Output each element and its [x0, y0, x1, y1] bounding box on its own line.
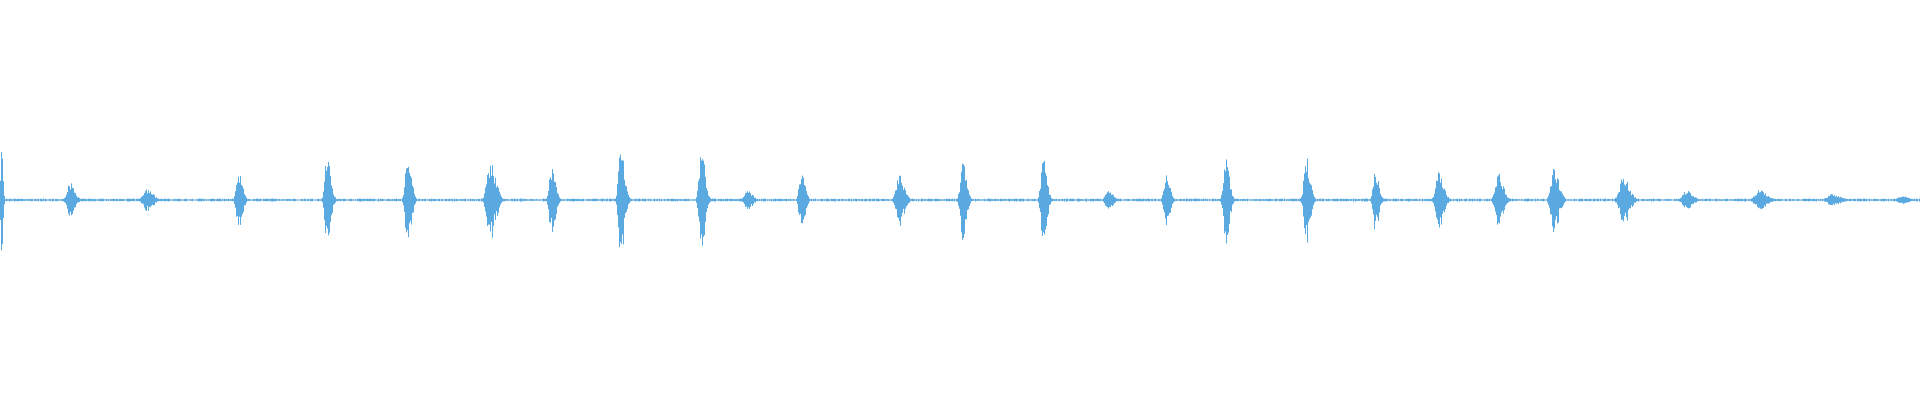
waveform-path [0, 152, 1920, 251]
waveform-bars [0, 152, 1920, 251]
